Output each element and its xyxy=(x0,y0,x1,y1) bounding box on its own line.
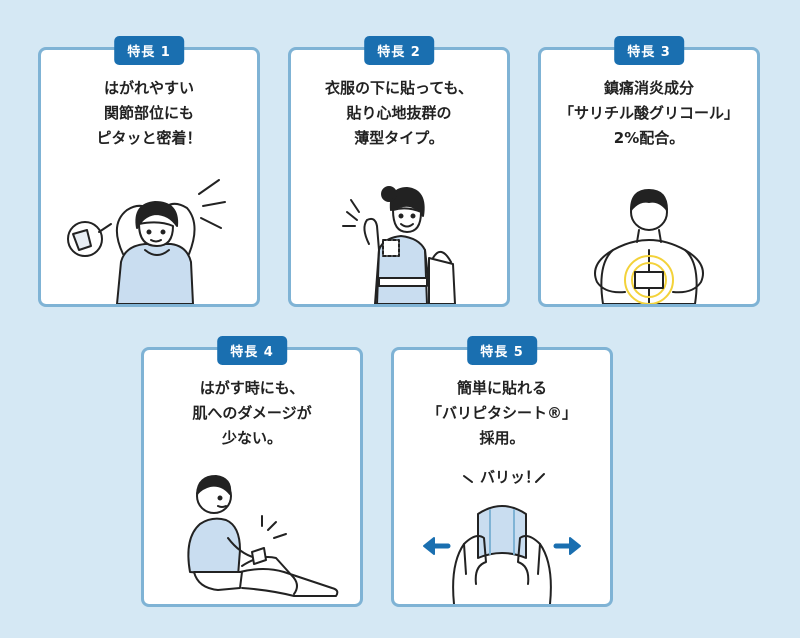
feature-badge: 特長 3 xyxy=(614,36,684,65)
feature-description: はがれやすい 関節部位にも ピタッと密着！ xyxy=(47,76,251,151)
feature-line: はがれやすい xyxy=(103,79,194,97)
feature-card-4: 特長 4 はがす時にも、 肌へのダメージが 少ない。 xyxy=(141,336,363,607)
feature-line: 「バリピタシート®」 xyxy=(426,404,577,422)
stretching-woman-icon xyxy=(41,154,257,304)
feature-badge: 特長 1 xyxy=(114,36,184,65)
feature-badge: 特長 4 xyxy=(217,336,287,365)
feature-line: 2%配合。 xyxy=(613,129,685,147)
feature-card-1: 特長 1 はがれやすい 関節部位にも ピタッと密着！ xyxy=(38,36,260,307)
feature-description: 簡単に貼れる 「バリピタシート®」 採用。 xyxy=(400,376,604,451)
feature-line: 薄型タイプ。 xyxy=(354,129,444,147)
feature-card-5: 特長 5 簡単に貼れる 「バリピタシート®」 採用。 バリッ！ xyxy=(391,336,613,607)
feature-line: 少ない。 xyxy=(221,429,282,447)
feature-badge: 特長 5 xyxy=(467,336,537,365)
feature-badge: 特長 2 xyxy=(364,36,434,65)
hands-peeling-sheet-icon: バリッ！ xyxy=(394,454,610,604)
feature-line: 鎮痛消炎成分 xyxy=(603,79,694,97)
feature-card-2: 特長 2 衣服の下に貼っても、 貼り心地抜群の 薄型タイプ。 xyxy=(288,36,510,307)
feature-description: 衣服の下に貼っても、 貼り心地抜群の 薄型タイプ。 xyxy=(297,76,501,151)
feature-card-3: 特長 3 鎮痛消炎成分 「サリチル酸グリコール」 2%配合。 xyxy=(538,36,760,307)
feature-description: 鎮痛消炎成分 「サリチル酸グリコール」 2%配合。 xyxy=(547,76,751,151)
sound-effect-text: バリッ！ xyxy=(480,468,540,486)
feature-line: 採用。 xyxy=(479,429,525,447)
feature-line: ピタッと密着！ xyxy=(96,129,202,147)
feature-line: 関節部位にも xyxy=(103,104,194,122)
boy-peeling-patch-icon xyxy=(144,454,360,604)
feature-line: 「サリチル酸グリコール」 xyxy=(558,104,739,122)
feature-line: 簡単に貼れる xyxy=(456,379,547,397)
feature-line: はがす時にも、 xyxy=(199,379,305,397)
feature-description: はがす時にも、 肌へのダメージが 少ない。 xyxy=(150,376,354,451)
man-back-patch-icon xyxy=(541,154,757,304)
feature-line: 肌へのダメージが xyxy=(192,404,312,422)
feature-line: 貼り心地抜群の xyxy=(346,104,452,122)
feature-line: 衣服の下に貼っても、 xyxy=(324,79,474,97)
smiling-woman-icon xyxy=(291,154,507,304)
